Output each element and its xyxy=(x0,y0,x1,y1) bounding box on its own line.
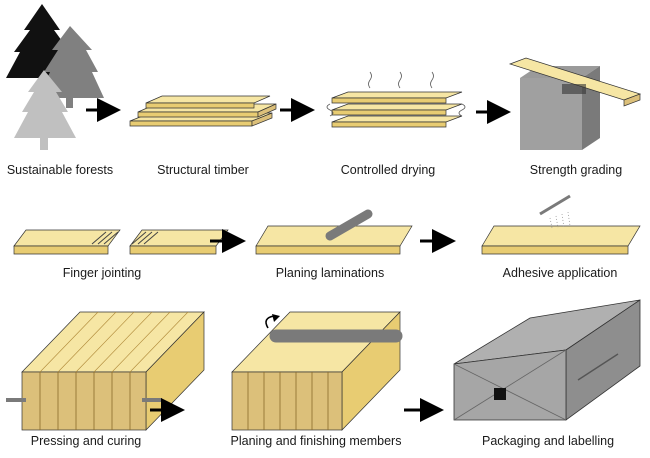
finger-jointing-illustration xyxy=(13,229,229,255)
planing-laminations-illustration xyxy=(255,209,413,255)
step-label-strength-grading: Strength grading xyxy=(529,163,623,177)
step-label-finger-jointing: Finger jointing xyxy=(62,266,142,280)
step-label-packaging-and-labelling: Packaging and labelling xyxy=(481,434,615,448)
step-label-planing-laminations: Planing laminations xyxy=(275,266,385,280)
controlled-drying-illustration xyxy=(326,71,466,128)
step-label-sustainable-forests: Sustainable forests xyxy=(6,163,114,177)
step-label-planing-and-finishing: Planing and finishing members xyxy=(230,434,402,448)
pressing-and-curing-illustration xyxy=(6,311,205,431)
planing-and-finishing-illustration xyxy=(231,311,403,431)
structural-timber-illustration xyxy=(129,95,277,127)
step-label-pressing-and-curing: Pressing and curing xyxy=(30,434,142,448)
packaging-and-labelling-illustration xyxy=(453,299,641,421)
step-label-controlled-drying: Controlled drying xyxy=(340,163,436,177)
forest-illustration xyxy=(6,4,104,150)
adhesive-application-illustration xyxy=(481,194,641,255)
strength-grading-illustration xyxy=(508,57,642,150)
step-label-structural-timber: Structural timber xyxy=(157,163,249,177)
step-label-adhesive-application: Adhesive application xyxy=(502,266,618,280)
